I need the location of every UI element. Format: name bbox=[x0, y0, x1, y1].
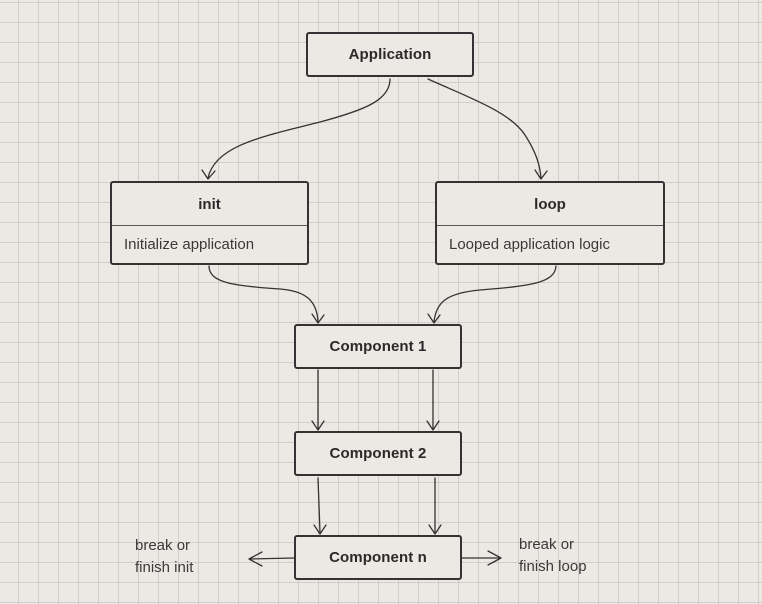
node-component-2-title: Component 2 bbox=[329, 445, 427, 462]
node-loop-title: loop bbox=[437, 183, 663, 226]
edge-application-loop bbox=[427, 78, 542, 179]
edge-component2-componentn-left bbox=[317, 477, 321, 534]
node-application[interactable]: Application bbox=[306, 32, 474, 77]
arrowhead-component1-right bbox=[427, 313, 441, 324]
edge-init-component1 bbox=[208, 265, 319, 323]
arrowhead-componentn-left bbox=[313, 524, 327, 535]
node-component-1-title: Component 1 bbox=[329, 338, 427, 355]
annotation-break-loop-line2: finish loop bbox=[519, 558, 587, 575]
annotation-break-init: break or finish init bbox=[135, 535, 193, 579]
annotation-break-loop: break or finish loop bbox=[519, 534, 587, 578]
node-component-2[interactable]: Component 2 bbox=[294, 431, 462, 476]
annotation-break-init-line2: finish init bbox=[135, 559, 194, 576]
arrowhead-componentn-right bbox=[428, 524, 442, 535]
arrowhead-break-loop bbox=[487, 550, 502, 566]
node-component-n[interactable]: Component n bbox=[294, 535, 462, 580]
node-application-title: Application bbox=[348, 46, 432, 63]
arrowhead-loop bbox=[534, 169, 548, 180]
node-loop-description: Looped application logic bbox=[449, 236, 610, 253]
node-component-1[interactable]: Component 1 bbox=[294, 324, 462, 369]
node-loop[interactable]: loop Looped application logic bbox=[435, 181, 665, 265]
edge-application-init bbox=[207, 78, 391, 179]
arrowhead-component2-right bbox=[426, 420, 440, 431]
edge-componentn-break-init bbox=[249, 557, 295, 560]
node-init-description: Initialize application bbox=[124, 236, 255, 253]
node-init[interactable]: init Initialize application bbox=[110, 181, 309, 265]
arrowhead-init bbox=[201, 169, 216, 180]
arrowhead-component1-left bbox=[311, 313, 325, 324]
annotation-break-loop-line1: break or bbox=[519, 536, 575, 553]
edge-loop-component1 bbox=[433, 265, 557, 323]
node-init-title: init bbox=[112, 183, 307, 226]
arrowhead-component2-left bbox=[311, 420, 325, 431]
arrowhead-break-init bbox=[248, 551, 263, 567]
node-component-n-title: Component n bbox=[329, 549, 427, 566]
annotation-break-init-line1: break or bbox=[135, 537, 191, 554]
